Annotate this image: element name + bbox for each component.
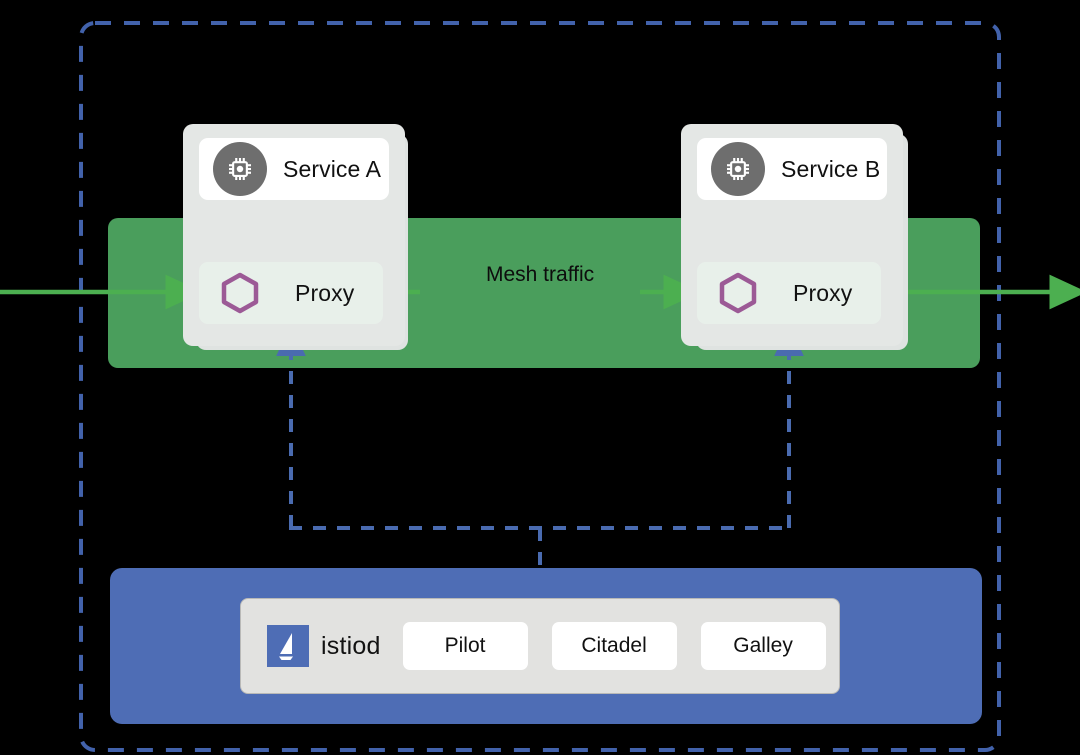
service-a-box[interactable]: Service A <box>199 138 389 200</box>
proxy-b-box[interactable]: Proxy <box>697 262 881 324</box>
service-b-label: Service B <box>781 155 881 182</box>
proxy-a-label: Proxy <box>295 279 355 306</box>
mesh-boundary-dashed-rect <box>79 21 1001 752</box>
istiod-label: istiod <box>321 631 381 660</box>
mesh-traffic-label: Mesh traffic <box>486 263 595 286</box>
proxy-a-box[interactable]: Proxy <box>199 262 383 324</box>
chip-icon <box>213 142 267 196</box>
service-b-box[interactable]: Service B <box>697 138 887 200</box>
component-pilot[interactable]: Pilot <box>402 622 528 670</box>
service-a-label: Service A <box>283 155 382 182</box>
proxy-b-label: Proxy <box>793 279 853 306</box>
chip-icon <box>711 142 765 196</box>
hexagon-icon <box>711 266 765 320</box>
istiod-brand: istiod <box>267 625 381 667</box>
istiod-container[interactable]: istiod Pilot Citadel Galley <box>240 598 840 694</box>
component-citadel[interactable]: Citadel <box>551 622 677 670</box>
istio-sail-logo-icon <box>267 625 309 667</box>
component-galley[interactable]: Galley <box>700 622 826 670</box>
istiod-component-row: Pilot Citadel Galley <box>402 622 826 670</box>
hexagon-icon <box>213 266 267 320</box>
